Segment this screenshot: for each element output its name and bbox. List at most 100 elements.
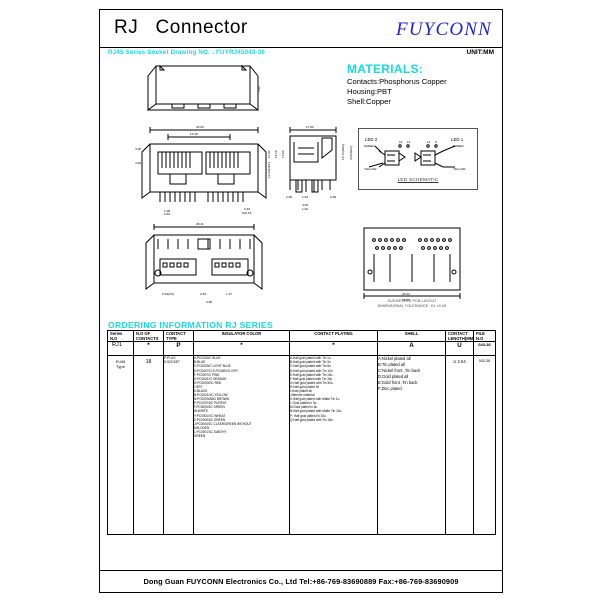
dim-front-pitch: 1.05 xyxy=(164,209,170,213)
col-shell: SHELL xyxy=(377,329,446,343)
led2-label: LED 2 xyxy=(365,137,378,142)
plating-option: N:Half gold plated with Matte Tin 10u xyxy=(290,409,342,414)
materials-heading: MATERIALS: xyxy=(347,62,424,76)
led1-green-wire: GREEN xyxy=(453,144,464,148)
insulator-option: Y:PC0001/XC WHEAT xyxy=(194,413,226,418)
dim-bottom-overall: 28.41 xyxy=(196,222,204,226)
dim-pcb-width2: 30.05 xyxy=(402,298,410,302)
plating-option: C:Half gold plated with Tin 6u xyxy=(290,364,331,369)
led2-yellow-wire: YELLOW xyxy=(364,167,377,171)
insulator-option: F:PC0007/C PINK xyxy=(194,372,220,377)
pcb-note-line2: DIMENSIONAL TOLERANCE .XX ±0.08 xyxy=(377,303,447,308)
plating-option: K:Half gold plated with Matte Tin 1u xyxy=(290,397,340,402)
plating-option: A:Half gold plated with Tin 1u xyxy=(290,356,331,361)
detail-contact-length: U 2.54 xyxy=(445,355,474,536)
code-insulator: * xyxy=(193,341,290,357)
led-schematic-caption: LED SCHEMATIC xyxy=(397,177,439,182)
dim-pcb-width: 28.44 xyxy=(402,292,410,296)
shell-option: E:Gold front ,Tin back xyxy=(378,379,418,385)
shell-option: B:Tin plated all xyxy=(378,362,405,368)
plating-option: L:Gold plated in 3u xyxy=(290,401,317,406)
dim-front-h1: 4.06 xyxy=(135,147,141,151)
insulator-option: G:PC0001/O ORANGE xyxy=(194,376,227,381)
plating-option: Q:Half gold plated with Tin 18u xyxy=(290,417,333,422)
insulator-option: HALOGEN xyxy=(194,425,210,430)
subheader-bar: RJ45 Series Socket Drawing NO. : FUYRJ45… xyxy=(100,48,502,64)
pcb-layout-note: SUGGESTED PCB LAYOUT DIMENSIONAL TOLERAN… xyxy=(352,299,472,309)
materials-shell: Shell:Copper xyxy=(347,97,391,106)
detail-shell: A:Nickel plated all B:Tin plated all C:N… xyxy=(377,355,446,536)
unit-label: UNIT:MM xyxy=(466,49,494,56)
insulator-option: P:PC0007/6C PURPLE xyxy=(194,401,227,406)
ordering-information-table: Series N.O N.O OF CONTACTS CONTACT TYPE … xyxy=(107,329,496,536)
shell-option: A:Nickel plated all xyxy=(378,356,411,362)
insulator-option: A:PC0000/C BLUE xyxy=(194,356,221,361)
led2-pin-a: 10 xyxy=(399,140,403,144)
plating-option: M:Gold plated in 6u xyxy=(290,405,318,410)
led2-pin-b: 11 xyxy=(407,140,410,144)
part-code-row: RJ1 * P * * A U 043-36 xyxy=(107,341,496,357)
detail-contact-plating: A:Half gold plated with Tin 1u B:Half go… xyxy=(289,355,378,536)
dim-bottom-p3: 1.27 xyxy=(226,292,232,296)
insulator-option: T:PC0000/2C GREEN xyxy=(194,405,225,410)
option-detail-row: RJ45 Type 18 P:PLUG S:SOCKET A:PC0000/C … xyxy=(107,355,496,536)
shell-option: F:Zinc plated xyxy=(378,385,402,391)
detail-contacts: 18 xyxy=(133,355,164,536)
dim-side-h2: 15.75 xyxy=(274,150,278,158)
contact-type-plug: P:PLUG xyxy=(164,356,176,361)
header-bar: RJ Connector FUYCONN xyxy=(100,10,502,48)
dim-front-right: 11.00(REF) xyxy=(267,162,271,178)
bottom-view-drawing: 28.41 2.54(X3) 2.54 1.27 4.08 xyxy=(145,222,263,304)
dim-side-b2: 1.54 xyxy=(302,195,308,199)
col-file-no: FILE N.O xyxy=(473,329,496,343)
brand-logo: FUYCONN xyxy=(395,19,492,40)
insulator-option: N:PC0000/ABG BROWN xyxy=(194,397,229,402)
plating-option: H:Half gold plated Ni xyxy=(290,384,319,389)
dim-side-h3: 13.62 xyxy=(281,150,285,158)
led2-green-wire: GREEN xyxy=(364,144,375,148)
plating-option: F:Half gold plated with Tin 30u xyxy=(290,376,333,381)
plating-option: P: Half gold plated Ni 15u xyxy=(290,413,326,418)
insulator-option: B:BLUE xyxy=(194,360,206,365)
insulator-option: N:PC0001/XC YELLOW xyxy=(194,393,228,398)
detail-series: RJ45 Type xyxy=(107,355,134,536)
plating-option: I:Gold plated all xyxy=(290,388,312,393)
col-insulator-color: INSULATOR COLOR xyxy=(193,329,290,343)
led-schematic-box: LED 2 LED 1 GREEN YELLOW GREEN YELLOW 10… xyxy=(358,128,478,190)
col-contact-length: CONTACT LENGTH(MM) xyxy=(445,329,474,343)
dim-side-b5: 1.02 xyxy=(302,207,308,210)
plating-option: G:Half gold plated with Tin 50u xyxy=(290,380,333,385)
pcb-note-line1: SUGGESTED PCB LAYOUT xyxy=(387,299,437,303)
top-view-drawing: 4.62 xyxy=(147,64,261,111)
plating-option: D:Half gold plated with Tin 10u xyxy=(290,368,333,373)
insulator-option: C:PC0000/C LIGHT BLUE xyxy=(194,364,231,369)
drawing-frame: RJ Connector FUYCONN RJ45 Series Socket … xyxy=(99,9,503,593)
dim-bottom-p4: 4.08 xyxy=(206,300,212,304)
dim-front-inner: 13.18 xyxy=(190,132,198,136)
dim-front-width: 32.00 xyxy=(196,125,204,129)
contact-type-socket: S:SOCKET xyxy=(164,360,180,365)
dim-front-h2: 4.90 xyxy=(135,161,141,165)
code-file-no: 043-36 xyxy=(473,341,496,357)
insulator-option: L:PC0001/3C SANTHY xyxy=(194,429,227,434)
dim-front-pitch2: 0.64 xyxy=(164,212,170,215)
dim-side-h1: 11.60 xyxy=(268,150,271,158)
insulator-option: D:PC0007/G E:PC0000/G GRY xyxy=(194,368,238,373)
detail-file-no: 043-36 xyxy=(473,355,496,536)
dim-top-height: 4.62 xyxy=(257,86,261,92)
plating-option: B:Half gold plated with Tin 3u xyxy=(290,360,331,365)
code-series: RJ1 xyxy=(107,341,134,357)
insulator-option: H:PC0000/SC RED xyxy=(194,380,222,385)
dim-front-b2: 5x0.16 xyxy=(242,211,252,215)
materials-contacts: Contacts:Phosphorus Copper xyxy=(347,77,447,86)
side-view-drawing: 17.90 11.60 15.75 13.62 12.70(REF) 3.00(… xyxy=(268,125,353,210)
materials-housing: Housing:PBT xyxy=(347,87,392,96)
dim-side-b1: 2.05 xyxy=(286,195,292,199)
insulator-option: Z:PC0000/6C GREEN xyxy=(194,417,226,422)
code-plating: * xyxy=(289,341,378,357)
dim-side-width: 17.90 xyxy=(306,125,314,129)
materials-block: MATERIALS: Contacts:Phosphorus Copper Ho… xyxy=(347,62,497,106)
code-contact-type: P xyxy=(163,341,194,357)
dim-side-b3: 0.48 xyxy=(330,195,336,199)
